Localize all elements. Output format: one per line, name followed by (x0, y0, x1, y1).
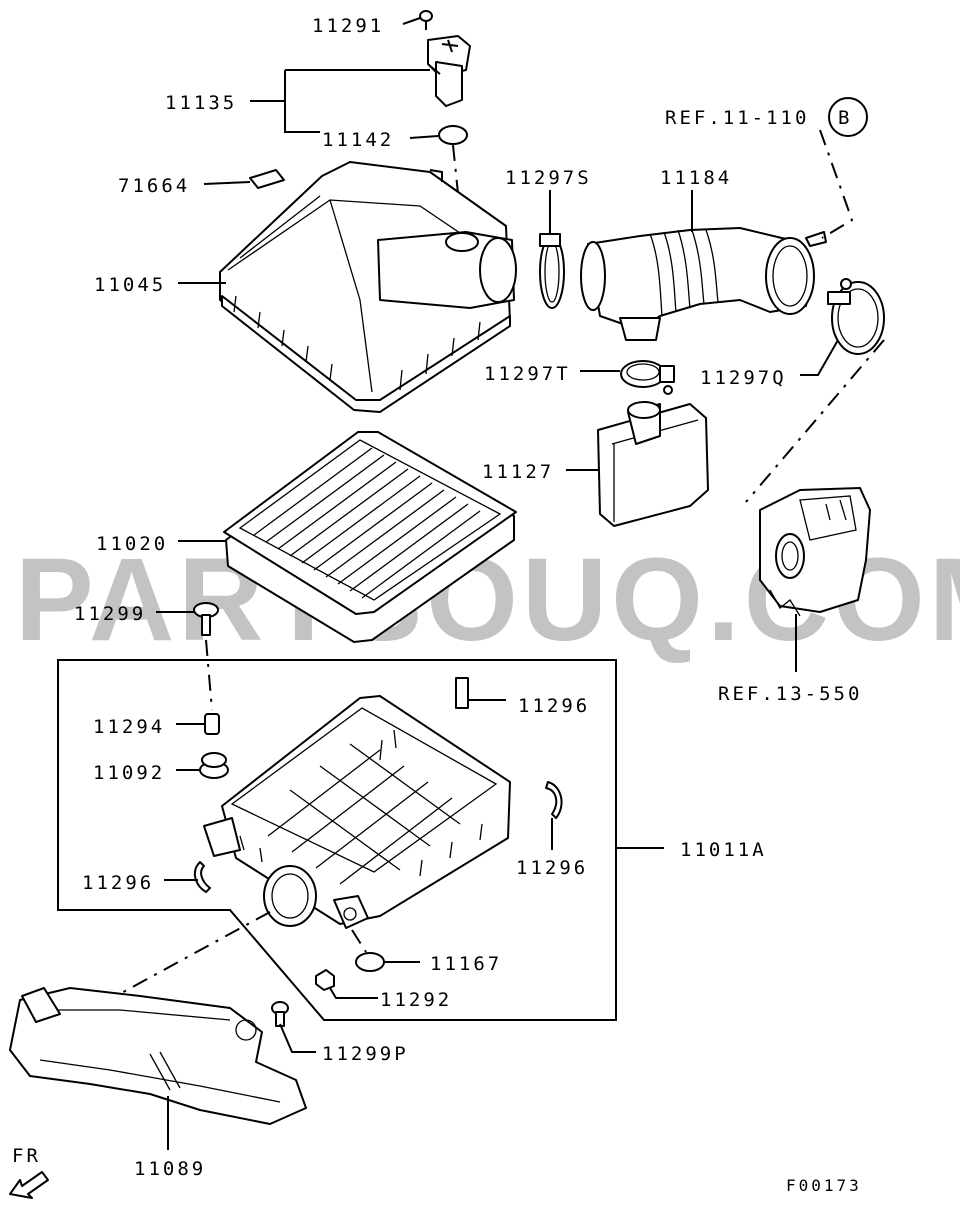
part-11020-air-filter[interactable] (223, 431, 517, 643)
ref-11-110[interactable]: REF.11-110 (665, 107, 809, 129)
label-11011A[interactable]: 11011A (680, 839, 767, 861)
part-11299-bolt[interactable] (193, 602, 219, 636)
label-11297S[interactable]: 11297S (505, 167, 592, 189)
group-frame-11011A (57, 659, 617, 1021)
label-11092[interactable]: 11092 (93, 762, 165, 784)
direction-label: FR (12, 1145, 41, 1167)
label-11184[interactable]: 11184 (660, 167, 732, 189)
part-11297Q-hose-clamp[interactable] (827, 278, 885, 355)
part-11127-resonator[interactable] (597, 401, 709, 527)
label-11167[interactable]: 11167 (430, 953, 502, 975)
label-11020[interactable]: 11020 (96, 533, 168, 555)
label-11142[interactable]: 11142 (322, 129, 394, 151)
label-11045[interactable]: 11045 (94, 274, 166, 296)
ref-13-550[interactable]: REF.13-550 (718, 683, 862, 705)
part-11292-nut[interactable] (315, 969, 335, 991)
part-71664-label-plate[interactable] (249, 169, 285, 189)
part-ref-13-550-throttle-body[interactable] (759, 487, 871, 617)
part-11296-clip-left[interactable] (193, 861, 211, 893)
label-11089[interactable]: 11089 (134, 1158, 206, 1180)
label-11135[interactable]: 11135 (165, 92, 237, 114)
label-11296-left[interactable]: 11296 (82, 872, 154, 894)
label-11294[interactable]: 11294 (93, 716, 165, 738)
part-11296-clip-top[interactable] (455, 677, 469, 709)
ref-b-symbol: B (838, 107, 852, 129)
label-11299[interactable]: 11299 (74, 603, 146, 625)
part-11011A-lower-case[interactable] (203, 695, 511, 929)
part-11294-collar[interactable] (204, 713, 220, 735)
label-11291[interactable]: 11291 (312, 15, 384, 37)
label-11297T[interactable]: 11297T (484, 363, 571, 385)
label-11127[interactable]: 11127 (482, 461, 554, 483)
part-11135-airflow-sensor[interactable] (427, 35, 471, 107)
part-11142-o-ring[interactable] (438, 125, 468, 145)
part-11297S-hose-clamp[interactable] (539, 233, 565, 309)
label-11297Q[interactable]: 11297Q (700, 367, 787, 389)
label-11296-right[interactable]: 11296 (516, 857, 588, 879)
part-11184-intake-hose[interactable] (580, 227, 827, 341)
label-11296-top[interactable]: 11296 (518, 695, 590, 717)
part-11167-plug[interactable] (355, 952, 385, 972)
label-71664[interactable]: 71664 (118, 175, 190, 197)
ref-b-circle (828, 97, 868, 137)
front-direction-arrow-icon (9, 1171, 49, 1199)
part-11299P-bolt[interactable] (271, 1001, 289, 1027)
part-11045-upper-case[interactable] (219, 161, 517, 413)
part-11089-air-duct[interactable] (9, 987, 307, 1125)
part-11297T-hose-clamp[interactable] (620, 360, 675, 395)
part-11092-insulator[interactable] (199, 752, 229, 779)
label-11292[interactable]: 11292 (380, 989, 452, 1011)
label-11299P[interactable]: 11299P (322, 1043, 409, 1065)
part-11291-screw[interactable] (419, 10, 433, 30)
part-11296-clip-right[interactable] (545, 781, 563, 819)
figure-id: F00173 (786, 1176, 862, 1195)
